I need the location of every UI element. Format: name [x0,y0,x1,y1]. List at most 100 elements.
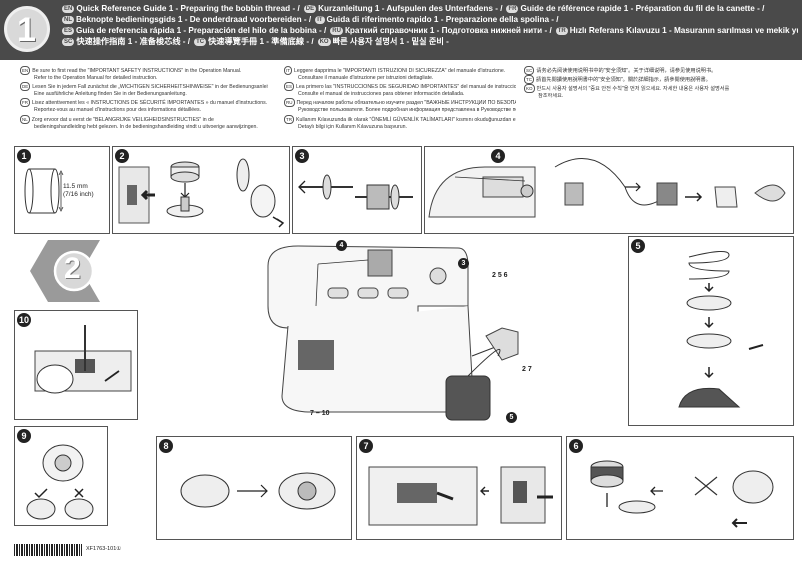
safety-note-text: Перед началом работы обязательно изучите… [296,100,517,107]
language-tag: NL [20,114,30,124]
header-title-text: Краткий справочник 1 - Подготовка нижней… [344,26,552,35]
step-6-badge: 6 [569,439,583,453]
step-7-badge: 7 [359,439,373,453]
document-version-mark: ① [116,546,122,552]
bobbin-case-check-illustration [26,444,94,520]
language-tag: DE [20,82,31,92]
header-title-text: Kurzanleitung 1 - Aufspulen des Unterfad… [318,4,503,13]
winding-stop-illustration [678,251,764,408]
safety-note-text: 請首先閱讀使用說明書中的"安全須知"。關於詳細指示，請參閱使用說明書。 [536,77,711,84]
header-title-text: 快速操作指南 1 - 准备梭芯线 - / [76,37,191,46]
needle-plate-illustration [368,466,553,526]
dimension-mm: 11.5 mm [63,183,88,190]
language-tag: TC [194,38,207,46]
step-2-panel: 2 [112,146,290,234]
callout-range-dash: – [315,410,320,417]
safety-note-text: 참조하세요. [538,93,564,100]
safety-note-text: Leggere dapprima le "IMPORTANTI ISTRUZIO… [294,68,506,74]
safety-note-line: Reportez-vous au manuel d'instructions p… [20,107,268,114]
callout-3: 3 [458,258,469,269]
step-5-panel: 5 [628,236,794,426]
safety-note-text: Lesen Sie in jedem Fall zunächst die „WI… [32,84,268,91]
language-tag: RU [330,27,343,35]
section-2-marker: 2 [30,240,100,302]
callout-7: 7 [310,410,314,417]
safety-note-line: Detaylı bilgi için Kullanım Kılavuzuna b… [284,124,516,131]
callout-2-7: 2 7 [522,366,532,373]
bobbin-removal-illustration [590,460,774,528]
bobbin-insert-illustration [180,472,336,510]
safety-note-line: Eine ausführliche Anleitung finden Sie i… [20,91,268,98]
header-title-text: 빠른 사용자 설명서 1 - 밑실 준비 - [332,37,449,46]
step-10-badge: 10 [17,313,31,327]
guide-number: 1 [17,11,36,49]
safety-note-text: Refer to the Operation Manual for detail… [34,75,158,82]
language-tag: EN [62,5,75,13]
header-title-text: Quick Reference Guide 1 - Preparing the … [76,4,300,13]
callout-10: 10 [321,410,330,417]
safety-note-text: Zorg ervoor dat u eerst de "BELANGRIJKE … [31,116,214,123]
step-6-panel: 6 [566,436,794,540]
language-tag: IT [284,66,292,76]
language-tag: TR [555,27,568,35]
language-tag: DE [303,5,317,13]
safety-note-text: Eine ausführliche Anleitung finden Sie i… [34,91,187,98]
callout-7-10: 7 – 10 [310,410,330,417]
safety-note-line: Refer to the Operation Manual for detail… [20,75,268,82]
safety-note-text: Руководстве пользователя. Более подробна… [298,107,516,114]
document-code-text: XF1763-101 [86,546,117,552]
spool-pin-illustration [298,174,413,210]
language-tag: EN [20,66,31,76]
step-2-badge: 2 [115,149,129,163]
callout-2-5-6: 2 5 6 [492,272,508,279]
guide-number-logo: 1 [4,6,50,52]
safety-note-line: 참조하세요. [524,93,794,100]
language-tag: TC [524,75,534,85]
safety-note-text: 반드시 사용자 설명서의 "중요 안전 수칙"을 먼저 읽으세요. 자세한 내용… [536,86,730,93]
safety-note-line: Руководстве пользователя. Более подробна… [284,107,516,114]
sewing-machine-illustration [267,245,519,421]
bobbin-placement-illustration [118,158,285,228]
language-tag: SC [524,66,535,76]
language-tag: FR [20,98,30,108]
header-title-text: Guida di riferimento rapido 1 - Preparaz… [326,15,559,24]
section-2-number: 2 [64,252,81,285]
step-7-panel: 7 [356,436,562,540]
step-4-badge: 4 [491,149,505,163]
step-4-panel: 4 [424,146,794,234]
safety-note-line: Consultare il manuale d'istruzione per i… [284,75,516,82]
step-3-panel: 3 [292,146,422,234]
safety-note-text: Consultare il manuale d'istruzione per i… [298,75,434,82]
step-1-badge: 1 [17,149,31,163]
step-1-panel: 1 11.5 mm (7/16 inch) [14,146,110,234]
safety-note-text: Lea primero las "INSTRUCCIONES DE SEGURI… [296,84,516,91]
step-3-badge: 3 [295,149,309,163]
step-8-badge: 8 [159,439,173,453]
header-title-text: 快速導覽手冊 1 - 準備底線 - / [208,37,314,46]
safety-note-text: Be sure to first read the "IMPORTANT SAF… [32,68,242,74]
language-tag: NL [62,16,74,24]
document-code: XF1763-101① [86,546,121,552]
language-tag: KO [317,38,331,46]
language-tag: KO [524,84,535,94]
language-tag: RU [284,98,295,108]
callout-5: 5 [506,412,517,423]
safety-note-text: bedieningshandleiding hebt gelezen. In d… [34,123,258,130]
safety-note-line: bedieningshandleiding hebt gelezen. In d… [20,124,268,131]
language-tag: TR [284,114,294,124]
safety-note-line: Consulte el manual de instrucciones para… [284,91,516,98]
language-tag: ES [62,27,75,35]
step-8-panel: 8 [156,436,352,540]
